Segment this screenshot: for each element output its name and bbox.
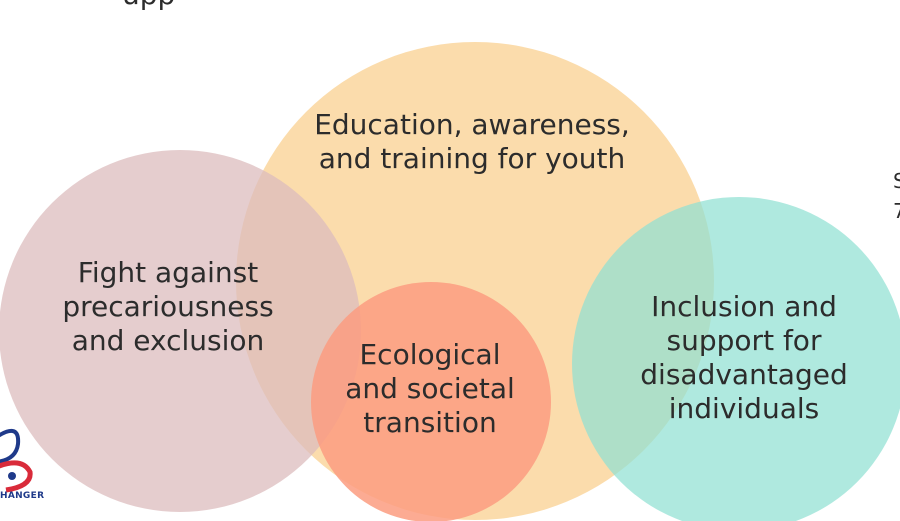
partial-right-text: S 7	[893, 169, 900, 223]
circle-ecological-transition	[311, 282, 551, 521]
partial-heading: upp	[122, 0, 175, 12]
logo-text: HANGER	[0, 491, 45, 501]
label-fight-precariousness: Fight against precariousness and exclusi…	[62, 256, 274, 357]
label-inclusion: Inclusion and support for disadvantaged …	[640, 290, 848, 425]
circle-inclusion	[572, 197, 900, 521]
label-education: Education, awareness, and training for y…	[314, 108, 630, 175]
circle-fight-precariousness	[0, 150, 361, 512]
label-ecological-transition: Ecological and societal transition	[345, 338, 515, 439]
organization-logo-icon	[0, 410, 70, 510]
